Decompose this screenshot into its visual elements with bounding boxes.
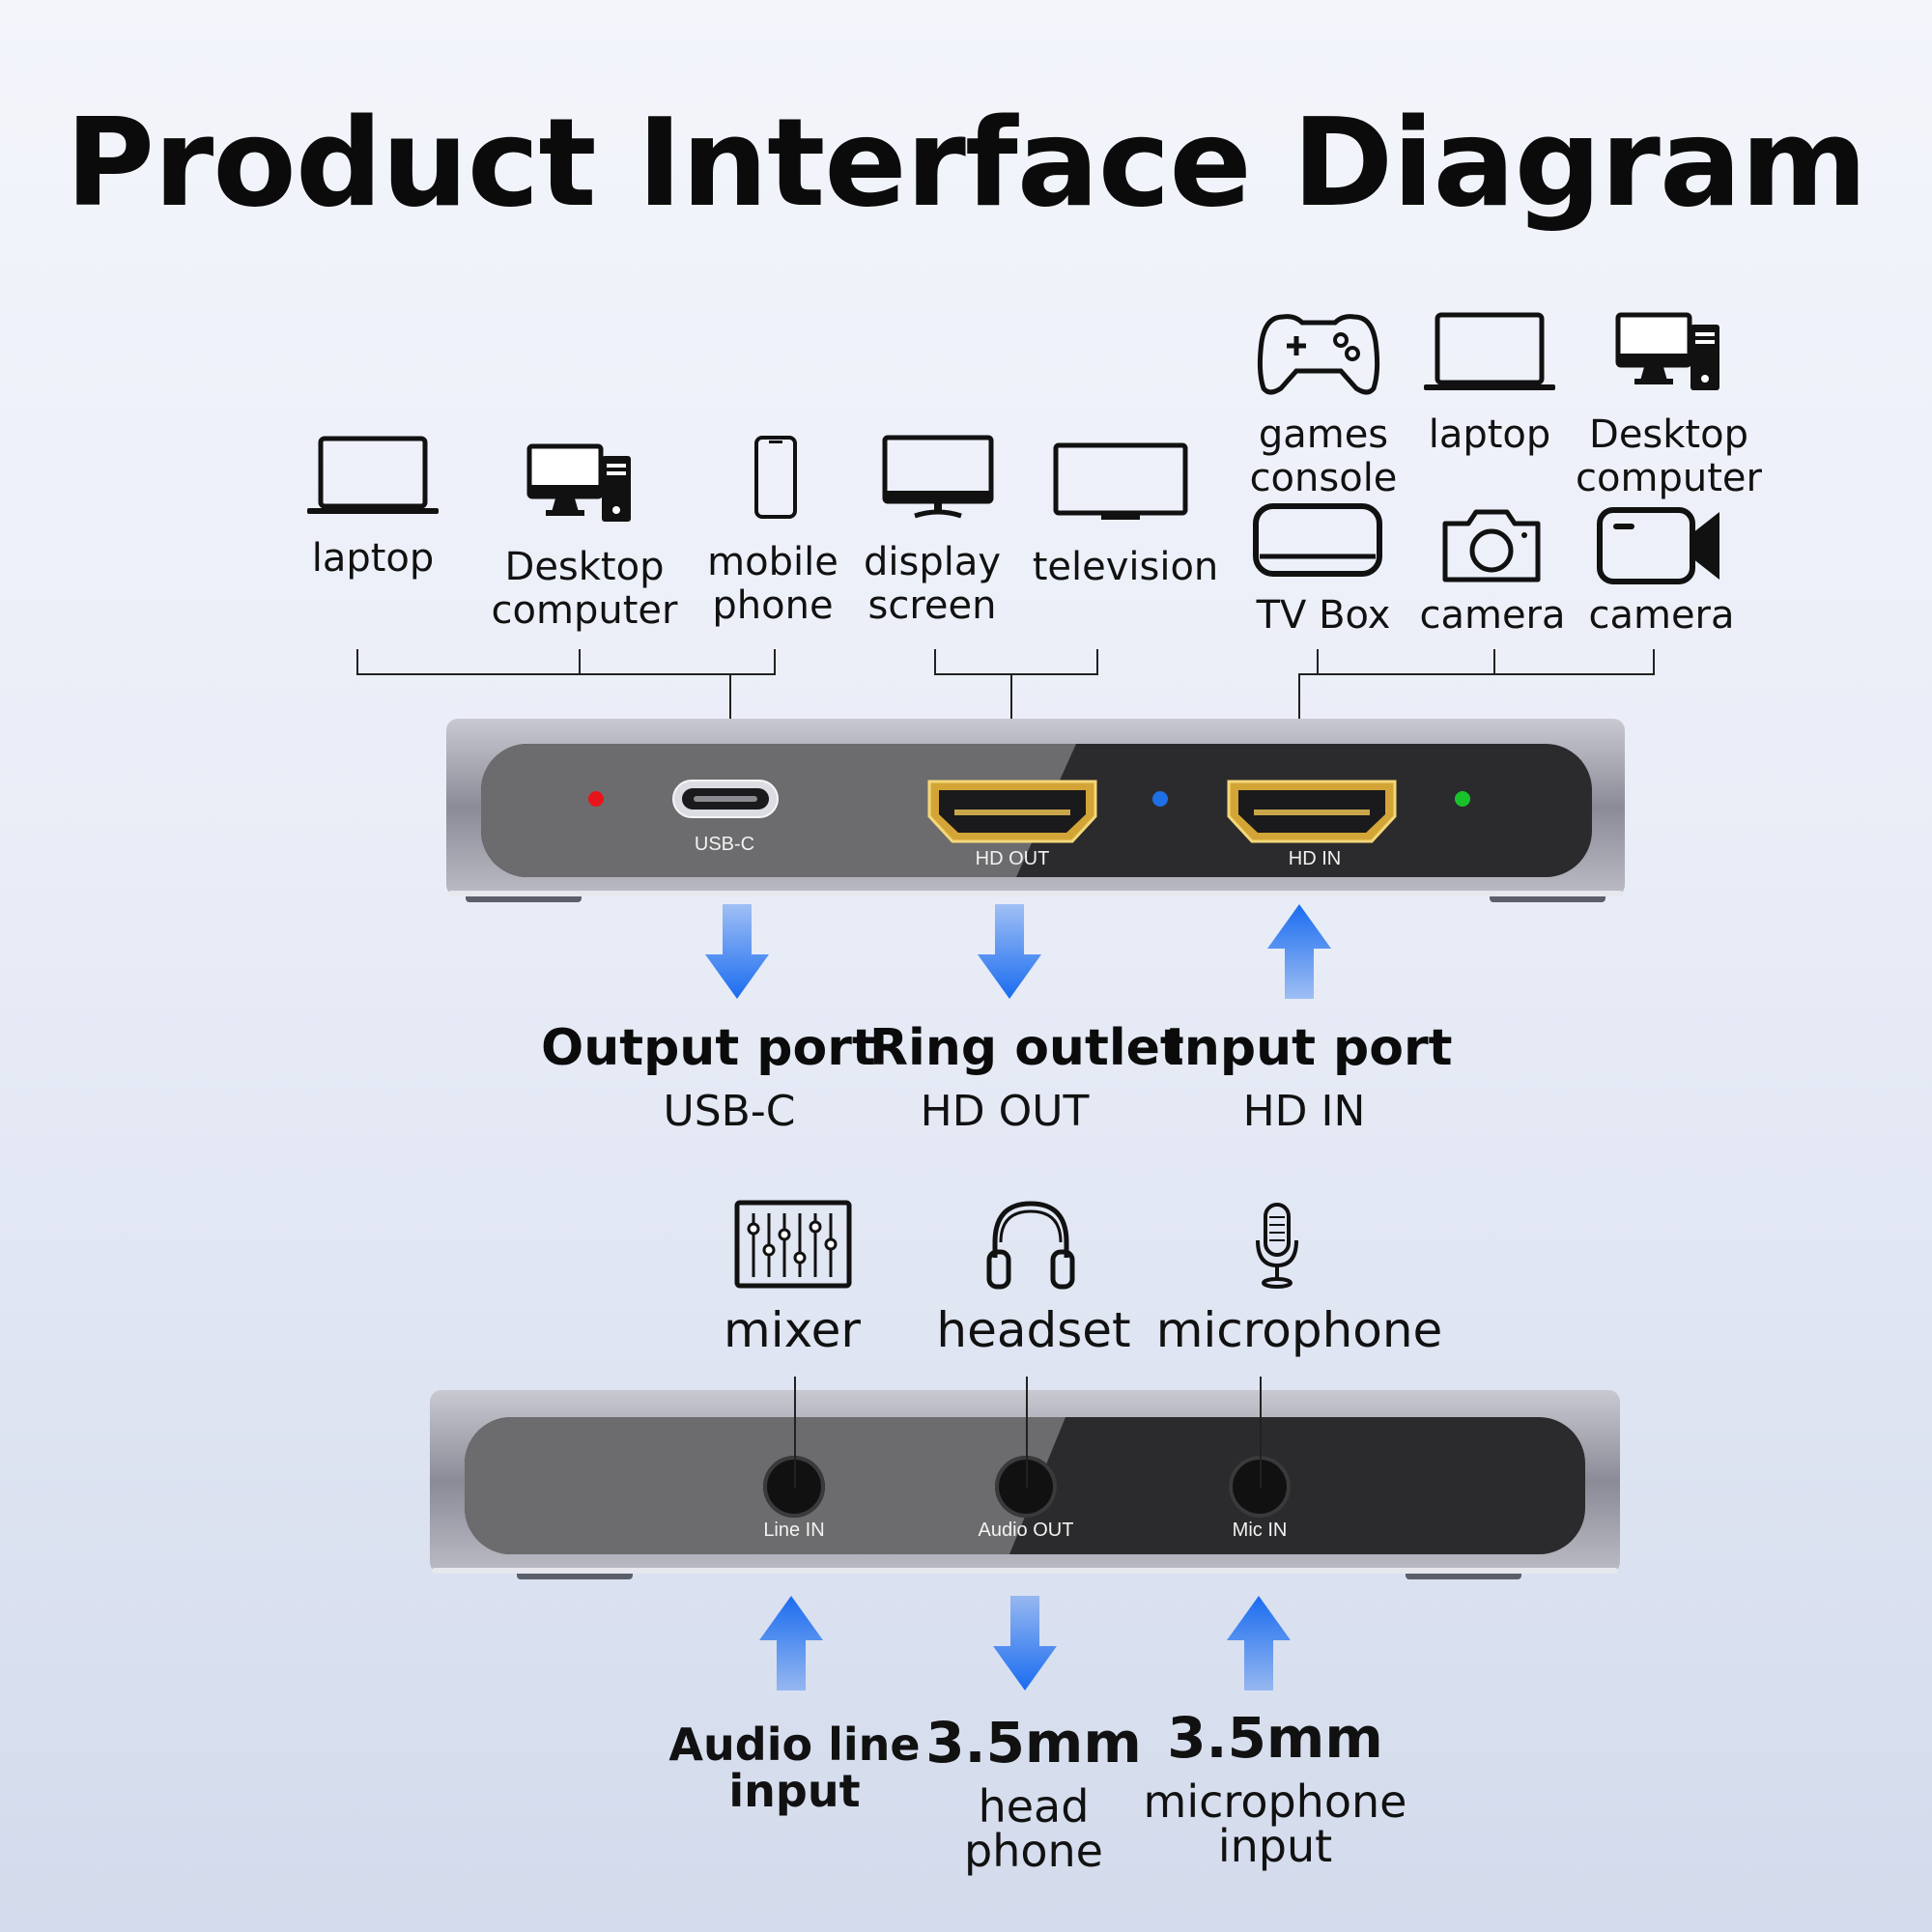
camera-icon (1439, 504, 1544, 585)
led-blue (1152, 791, 1168, 807)
arrow-down-icon (976, 904, 1043, 1004)
video-camera-icon (1596, 504, 1723, 587)
device-label: laptop (311, 536, 435, 581)
connector-line (1260, 1377, 1262, 1488)
port-title: Output port (541, 1019, 876, 1077)
desktop-computer-icon (1615, 311, 1723, 394)
arrow-up-icon (1225, 1596, 1293, 1695)
port-subtitle: USB-C (663, 1087, 796, 1136)
game-controller-icon (1256, 307, 1381, 398)
page-title: Product Interface Diagram (65, 92, 1867, 234)
port-title: Audio line input (668, 1719, 921, 1817)
usb-c-port (672, 780, 779, 818)
display-screen-icon (882, 435, 994, 520)
arrow-down-icon (991, 1596, 1059, 1695)
television-icon (1053, 442, 1188, 524)
line-in-label: Line IN (763, 1520, 825, 1541)
mixer-icon (734, 1200, 852, 1289)
port-title: 3.5mm (1167, 1705, 1383, 1771)
device-label: camera (1588, 593, 1735, 638)
audio-out-label: Audio OUT (978, 1520, 1074, 1541)
tv-box-icon (1252, 502, 1383, 585)
device-label: display screen (863, 540, 1002, 628)
port-subtitle: HD OUT (920, 1087, 1090, 1136)
hd-out-port (925, 778, 1099, 845)
arrow-up-icon (757, 1596, 825, 1695)
laptop-icon (305, 435, 440, 518)
device-label: mixer (724, 1302, 861, 1358)
arrow-down-icon (703, 904, 771, 1004)
headset-icon (983, 1198, 1078, 1291)
hd-out-port-label: HD OUT (975, 848, 1050, 869)
device-label: mobile phone (707, 540, 838, 628)
device-label: laptop (1428, 412, 1551, 457)
device-label: headset (936, 1302, 1131, 1358)
device-label: games console (1249, 412, 1398, 500)
led-red (588, 791, 604, 807)
led-green (1455, 791, 1470, 807)
port-title: 3.5mm (925, 1710, 1142, 1776)
laptop-icon (1422, 311, 1557, 394)
port-title: Input port (1165, 1019, 1453, 1077)
device-label: microphone (1155, 1302, 1443, 1358)
mic-in-label: Mic IN (1232, 1520, 1288, 1541)
mobile-phone-icon (753, 435, 798, 520)
port-subtitle: head phone (964, 1780, 1103, 1877)
arrow-up-icon (1265, 904, 1333, 1004)
hd-in-port-label: HD IN (1288, 848, 1342, 869)
port-title: Ring outlet (869, 1019, 1184, 1077)
desktop-computer-icon (526, 442, 635, 526)
port-subtitle: HD IN (1242, 1087, 1366, 1136)
device-label: Desktop computer (491, 545, 678, 633)
device-label: TV Box (1256, 593, 1391, 638)
top-device (446, 717, 1625, 905)
device-label: television (1032, 545, 1219, 589)
connector-line (1026, 1377, 1028, 1488)
usb-c-port-label: USB-C (694, 834, 755, 855)
device-label: Desktop computer (1576, 412, 1762, 500)
microphone-icon (1254, 1202, 1300, 1291)
hd-in-port (1225, 778, 1399, 845)
device-label: camera (1419, 593, 1566, 638)
connector-line (794, 1377, 796, 1488)
port-subtitle: microphone input (1143, 1776, 1407, 1872)
